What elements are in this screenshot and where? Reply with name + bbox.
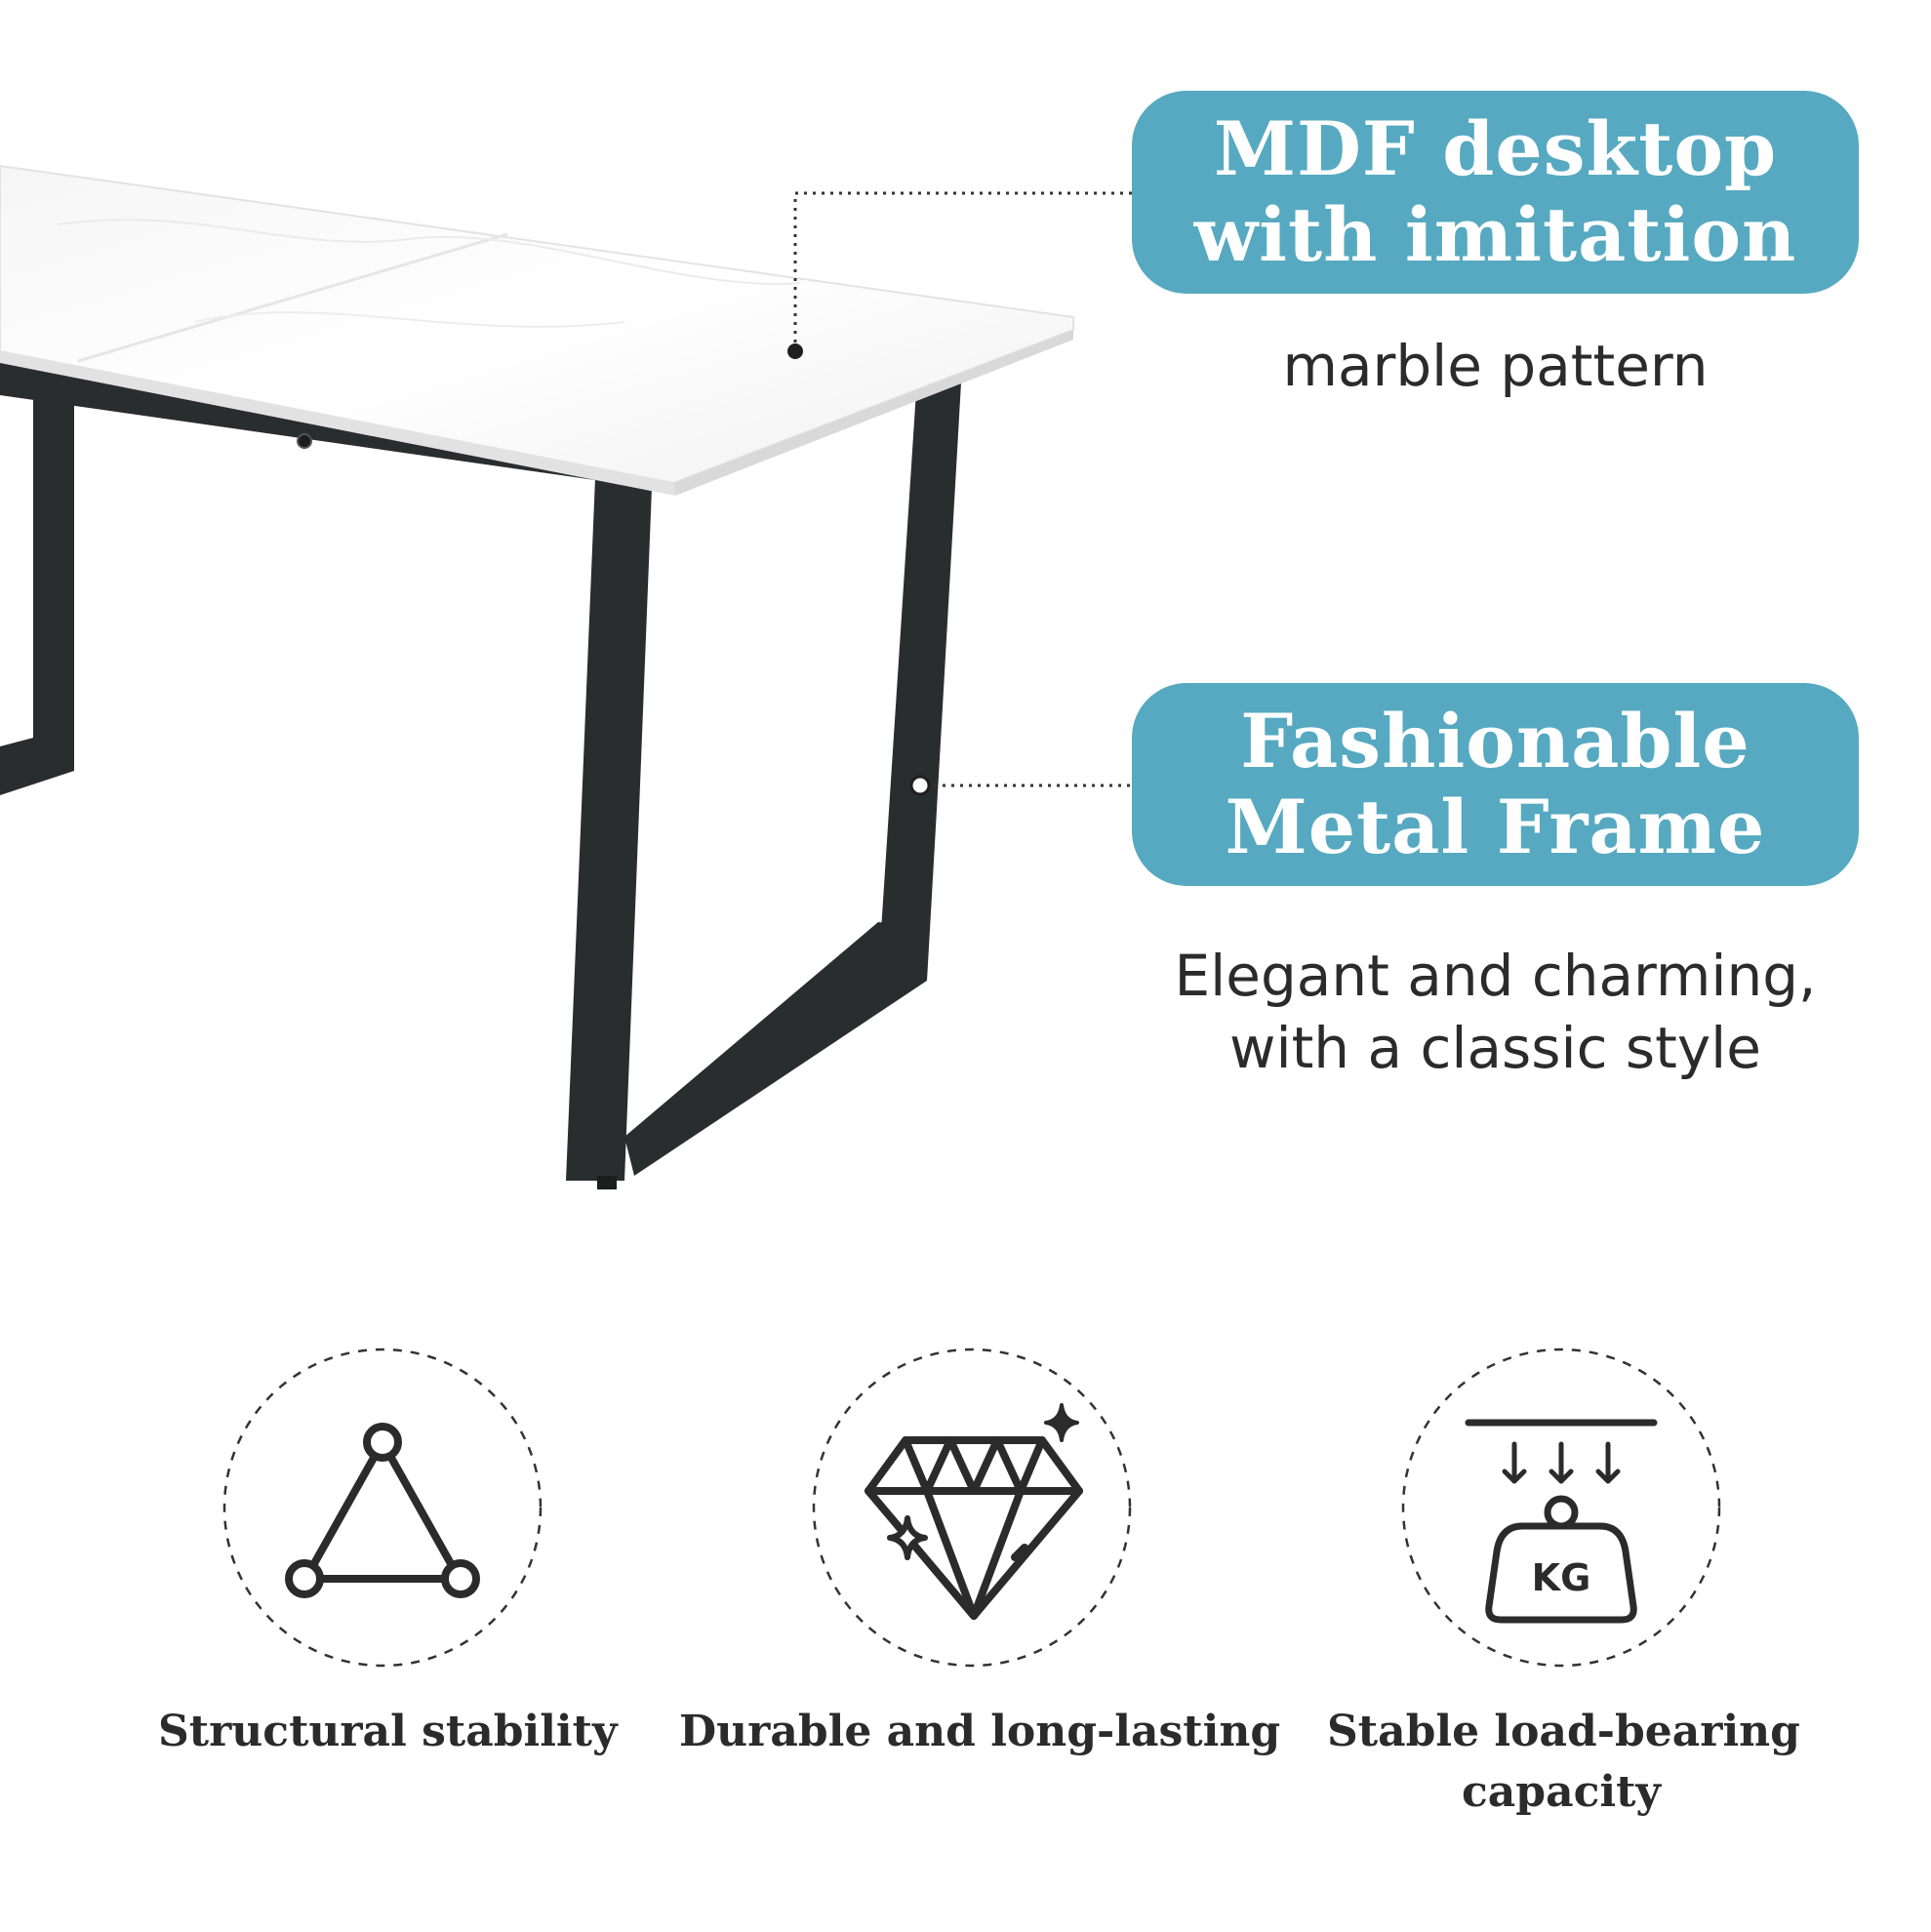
table-top	[0, 164, 1074, 496]
table-right-leg	[566, 376, 961, 1189]
feature-circle-durable	[812, 1348, 1132, 1668]
callout-desktop-description: marble pattern	[1132, 330, 1859, 402]
callout-frame-description: Elegant and charming, with a classic sty…	[1132, 940, 1859, 1084]
weight-kg-icon-text: KG	[1532, 1556, 1591, 1599]
feature-label-stability: Structural stability	[158, 1702, 618, 1762]
feature-label-line: capacity	[1462, 1767, 1661, 1817]
feature-label-line: Durable and long-lasting	[679, 1707, 1281, 1756]
triangle-nodes-icon	[285, 1423, 480, 1598]
feature-label-line: Stable load-bearing	[1327, 1707, 1800, 1756]
callout-frame-title: Fashionable Metal Frame	[1132, 683, 1859, 886]
callout-frame-description-line: with a classic style	[1229, 1015, 1761, 1081]
weight-kg-icon	[1465, 1419, 1658, 1624]
callout-frame-title-line: Metal Frame	[1225, 784, 1766, 870]
callout-desktop-title: MDF desktop with imitation	[1132, 91, 1859, 294]
table-screw	[297, 433, 312, 449]
table-image	[0, 164, 1074, 1189]
feature-label-line: Structural stability	[158, 1707, 618, 1756]
callout-leader-frame	[909, 775, 1132, 796]
feature-label-load: Stable load-bearing capacity	[1327, 1702, 1800, 1823]
callout-desktop-description-line: marble pattern	[1282, 333, 1709, 399]
callout-frame-description-line: Elegant and charming,	[1174, 943, 1817, 1009]
callout-desktop-title-line: MDF desktop	[1213, 105, 1778, 192]
table-left-leg	[0, 395, 74, 795]
feature-circle-stability	[222, 1348, 543, 1668]
callout-leader-desktop	[787, 191, 1132, 359]
callout-frame-title-line: Fashionable	[1240, 698, 1750, 785]
diamond-sparkle-icon	[865, 1403, 1083, 1620]
feature-circle-load	[1401, 1348, 1721, 1668]
feature-label-durable: Durable and long-lasting	[679, 1702, 1281, 1762]
callout-desktop-title-line: with imitation	[1193, 191, 1797, 278]
